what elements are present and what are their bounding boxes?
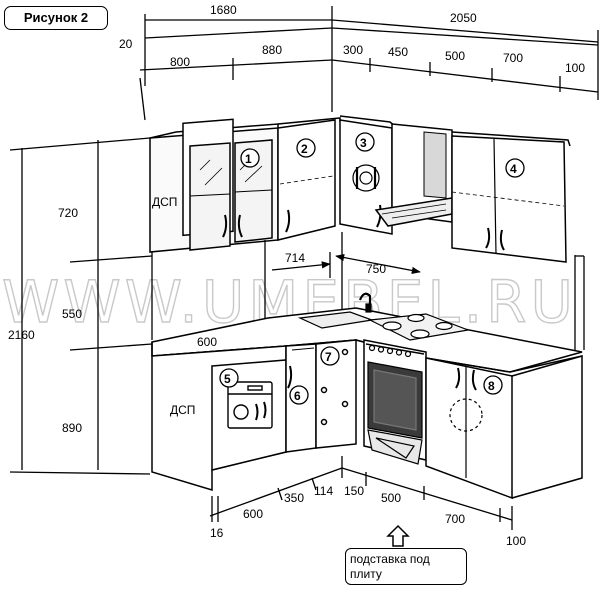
module-4: 4 [510, 162, 517, 176]
dim-bottom-350: 350 [284, 491, 304, 505]
dim-720: 720 [58, 206, 78, 220]
washing-machine-icon [449, 398, 483, 432]
depth-dimensions [271, 252, 421, 278]
module-6: 6 [294, 389, 301, 403]
dim-bottom-600: 600 [243, 507, 263, 521]
figure-title: Рисунок 2 [4, 6, 108, 30]
hob-icon [367, 313, 471, 341]
module-1: 1 [245, 152, 252, 166]
bottom-dimensions [209, 456, 513, 530]
stand-note: подставка под плиту [345, 548, 467, 585]
dim-890: 890 [62, 421, 82, 435]
label-dsp-lower: ДСП [170, 403, 195, 417]
dim-500: 500 [445, 49, 465, 63]
module-8: 8 [488, 379, 495, 393]
module-5: 5 [224, 372, 231, 386]
dim-750: 750 [366, 262, 386, 276]
dim-450: 450 [388, 45, 408, 59]
dim-bottom-114: 114 [314, 484, 333, 498]
stand-arrow-icon [386, 524, 410, 547]
dim-700: 700 [503, 51, 523, 65]
module-2: 2 [301, 142, 308, 156]
dim-1680: 1680 [210, 3, 237, 17]
dim-880: 880 [262, 43, 282, 57]
oven-icon [367, 344, 423, 465]
upper-cabinets [149, 115, 571, 263]
dim-100-top: 100 [565, 61, 585, 75]
dim-550: 550 [62, 307, 82, 321]
dim-800: 800 [170, 55, 190, 69]
wall-lines [151, 232, 585, 350]
dim-bottom-500: 500 [381, 491, 401, 505]
dim-2050: 2050 [450, 11, 477, 25]
dim-300: 300 [343, 43, 363, 57]
top-dimensions [139, 6, 599, 121]
dim-20: 20 [119, 37, 133, 51]
dim-bottom-16: 16 [210, 526, 224, 540]
label-dsp-upper: ДСП [152, 195, 177, 209]
dim-bottom-100: 100 [506, 534, 526, 548]
dim-bottom-150: 150 [344, 484, 364, 498]
plates-icon [352, 164, 380, 192]
module-markers [219, 132, 525, 405]
dishwasher-icon [227, 381, 273, 429]
dim-714: 714 [285, 251, 305, 265]
module-7: 7 [325, 350, 332, 364]
height-dimensions [9, 137, 153, 475]
module-3: 3 [360, 136, 367, 150]
dim-2160: 2160 [8, 328, 35, 342]
dim-bottom-700: 700 [445, 512, 465, 526]
dim-counter-600: 600 [197, 335, 217, 349]
